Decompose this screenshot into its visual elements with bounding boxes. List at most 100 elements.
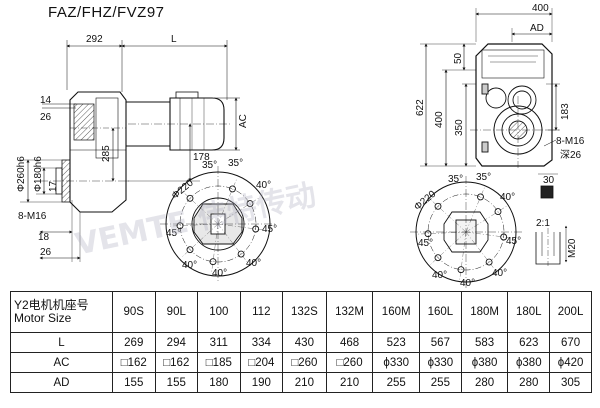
cell-value: 420 [564,356,584,369]
cell-value: 380 [478,356,498,369]
cell-value: 305 [560,376,581,389]
scale-ratio: 2:1 [536,218,550,229]
cell-value: 162 [170,356,190,369]
table-cell: □162 [154,352,199,373]
bolt-hole [494,208,502,216]
dim-depth-26: 深26 [560,149,582,161]
technical-drawing: 292 L 14 26 AC 285 178 Φ260h6 Φ180h6 17 … [16,3,585,289]
table-cell: 523 [372,332,421,353]
bolt-centerline [211,223,219,272]
cell-value: 190 [251,376,271,389]
bolt-centerline [417,231,467,235]
cell-value: 155 [166,376,186,389]
bolt-centerline [217,223,266,231]
side-view [20,40,240,262]
cell-value: 280 [519,376,539,389]
table-cell: 305 [549,372,592,393]
bolt-centerline [182,191,219,225]
flange-face-left [160,166,276,282]
table-cell: □260 [325,352,374,373]
bolt-centerline [430,231,467,265]
dim-178: 178 [193,152,210,163]
bolt-hole [252,225,260,233]
table-cell: 255 [419,372,462,393]
cell-value: 567 [430,336,450,349]
dim-183: 183 [560,103,571,120]
header-en: Motor Size [14,311,72,325]
cell-value: 260 [298,356,318,369]
bolt-hole [209,258,217,266]
table-cell: 280 [460,372,509,393]
dim-14: 14 [40,95,52,106]
bolt-centerline [430,199,467,233]
cell-value: 162 [127,356,147,369]
table-cell: □185 [197,352,241,373]
angle-40-h: 40° [492,268,507,279]
motor-size-cell: 112 [239,291,284,333]
bolt-centerline [465,231,496,271]
bolt-centerline [182,223,219,257]
diameter-icon: ϕ [383,356,390,369]
bolt-centerline [217,223,248,263]
dim-M20: M20 [567,238,578,258]
motor-size-cell: 90S [112,291,156,333]
cell-value: 294 [166,336,186,349]
table-cell: 567 [419,332,462,353]
dim-400-vertical: 400 [434,111,445,128]
thread-detail [535,173,568,266]
table-cell: 311 [197,332,241,353]
diameter-icon: ϕ [557,356,565,369]
bolt-centerline [217,198,259,225]
motor-size-cell: 100 [197,291,241,333]
cell-value: 334 [251,336,271,349]
dim-260h6: Φ260h6 [16,156,27,192]
table-cell: 155 [154,372,199,393]
dim-AC: AC [238,114,249,128]
motor-size-cell: 90L [154,291,199,333]
angle-45-c: 45° [418,238,433,249]
table-cell: 623 [507,332,551,353]
table-cell: 210 [282,372,327,393]
table-cell: ϕ330 [419,352,462,373]
diameter-icon: ϕ [427,356,435,369]
bolt-hole [229,185,236,193]
table-cell: ϕ380 [460,352,509,373]
dim-8-M16: 8-M16 [18,211,47,222]
table-cell: 334 [239,332,284,353]
table-cell: 255 [372,372,421,393]
square-section-icon: □ [248,356,256,369]
angle-35-c: 35° [448,174,463,185]
dim-285: 285 [101,145,112,162]
dim-AD: AD [530,23,544,34]
table-cell: □162 [112,352,156,373]
row-label: AD [10,372,113,393]
dim-L: L [171,34,177,45]
square-section-icon: □ [336,356,344,369]
bolt-centerline [217,179,237,225]
table-cell: □204 [239,352,284,373]
angle-35-d: 35° [476,172,491,183]
bolt-hole [186,194,194,202]
angle-45-b: 45° [262,224,277,235]
cell-value: 210 [294,376,314,389]
cell-value: 311 [209,336,228,349]
bolt-hole [237,250,245,258]
table-cell: 430 [282,332,327,353]
cell-value: 430 [294,336,314,349]
motor-size-cell: 160M [372,291,421,333]
cell-value: 210 [339,376,360,389]
row-label: AC [10,352,113,373]
dim-400: 400 [532,3,549,14]
motor-size-cell: 180M [460,291,509,333]
dim-220-right: Φ220 [412,189,438,214]
diameter-icon: ϕ [471,356,479,369]
cell-value: 255 [430,376,450,389]
cell-value: 583 [474,336,495,349]
table-cell: 155 [112,372,156,393]
cell-value: 670 [560,336,581,349]
square-section-icon: □ [205,356,213,369]
